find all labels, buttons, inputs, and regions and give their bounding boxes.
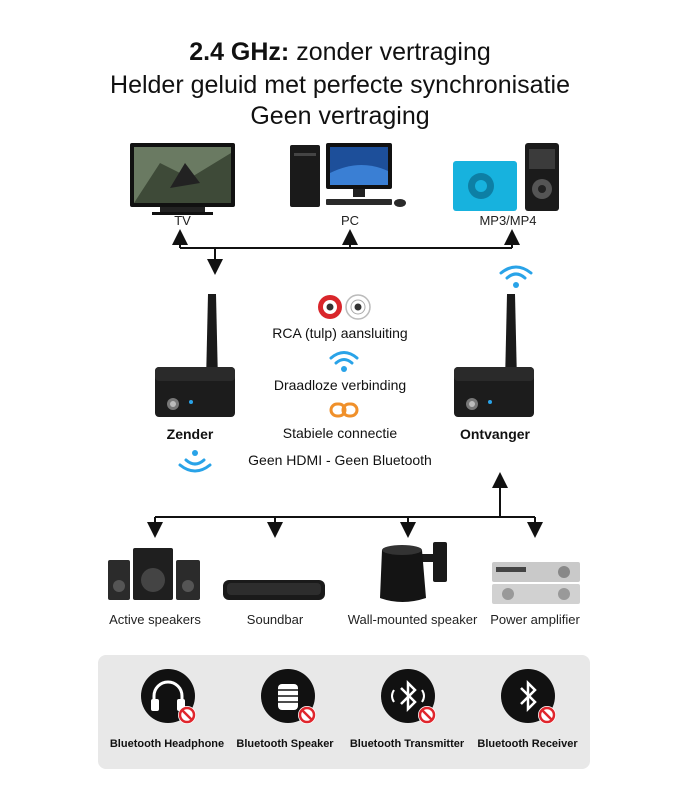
feature-label-wireless: Draadloze verbinding [273, 377, 407, 393]
source-label-tv: TV [174, 213, 191, 228]
bluetooth-icon [380, 668, 440, 728]
source-label-mp3: MP3/MP4 [479, 213, 537, 228]
speakers-icon [108, 546, 203, 601]
receiver-label: Ontvanger [459, 426, 530, 442]
tv-icon [130, 143, 235, 216]
rca-connector-icon [315, 293, 375, 321]
link-icon [329, 400, 359, 420]
bt-label-transmitter: Bluetooth Transmitter [349, 738, 465, 750]
source-label-pc: PC [340, 213, 360, 228]
headline-line-3: Geen vertraging [250, 102, 430, 130]
pc-icon [290, 143, 410, 216]
transmitter-label: Zender [166, 426, 214, 442]
soundbar-icon [223, 578, 325, 602]
headline-line-2: Helder geluid met perfecte synchronisati… [110, 71, 570, 99]
bluetooth-icon [500, 668, 560, 728]
bt-label-speaker: Bluetooth Speaker [236, 738, 334, 750]
transmitter-device [153, 292, 238, 422]
speaker-icon [260, 668, 320, 728]
wifi-icon [178, 447, 212, 477]
output-label-soundbar: Soundbar [246, 612, 304, 627]
receiver-device [452, 292, 537, 422]
mp3-player-icon [453, 143, 563, 216]
feature-label-no-hdmi: Geen HDMI - Geen Bluetooth [248, 452, 432, 468]
wall-speaker-icon [378, 540, 450, 605]
feature-label-stable: Stabiele connectie [282, 425, 398, 441]
connector-lines [147, 229, 543, 538]
wifi-icon [328, 348, 360, 374]
bt-label-receiver: Bluetooth Receiver [477, 738, 578, 750]
output-label-active-speakers: Active speakers [109, 612, 201, 627]
output-label-amplifier: Power amplifier [490, 612, 580, 627]
headphone-icon [140, 668, 200, 728]
amplifier-icon [492, 560, 580, 606]
headline-line-1: 2.4 GHz: zonder vertraging [189, 38, 491, 66]
wifi-icon [498, 262, 534, 290]
bt-label-headphone: Bluetooth Headphone [109, 738, 225, 750]
feature-label-rca: RCA (tulp) aansluiting [272, 325, 408, 341]
output-label-wall-speaker: Wall-mounted speaker [347, 612, 478, 627]
